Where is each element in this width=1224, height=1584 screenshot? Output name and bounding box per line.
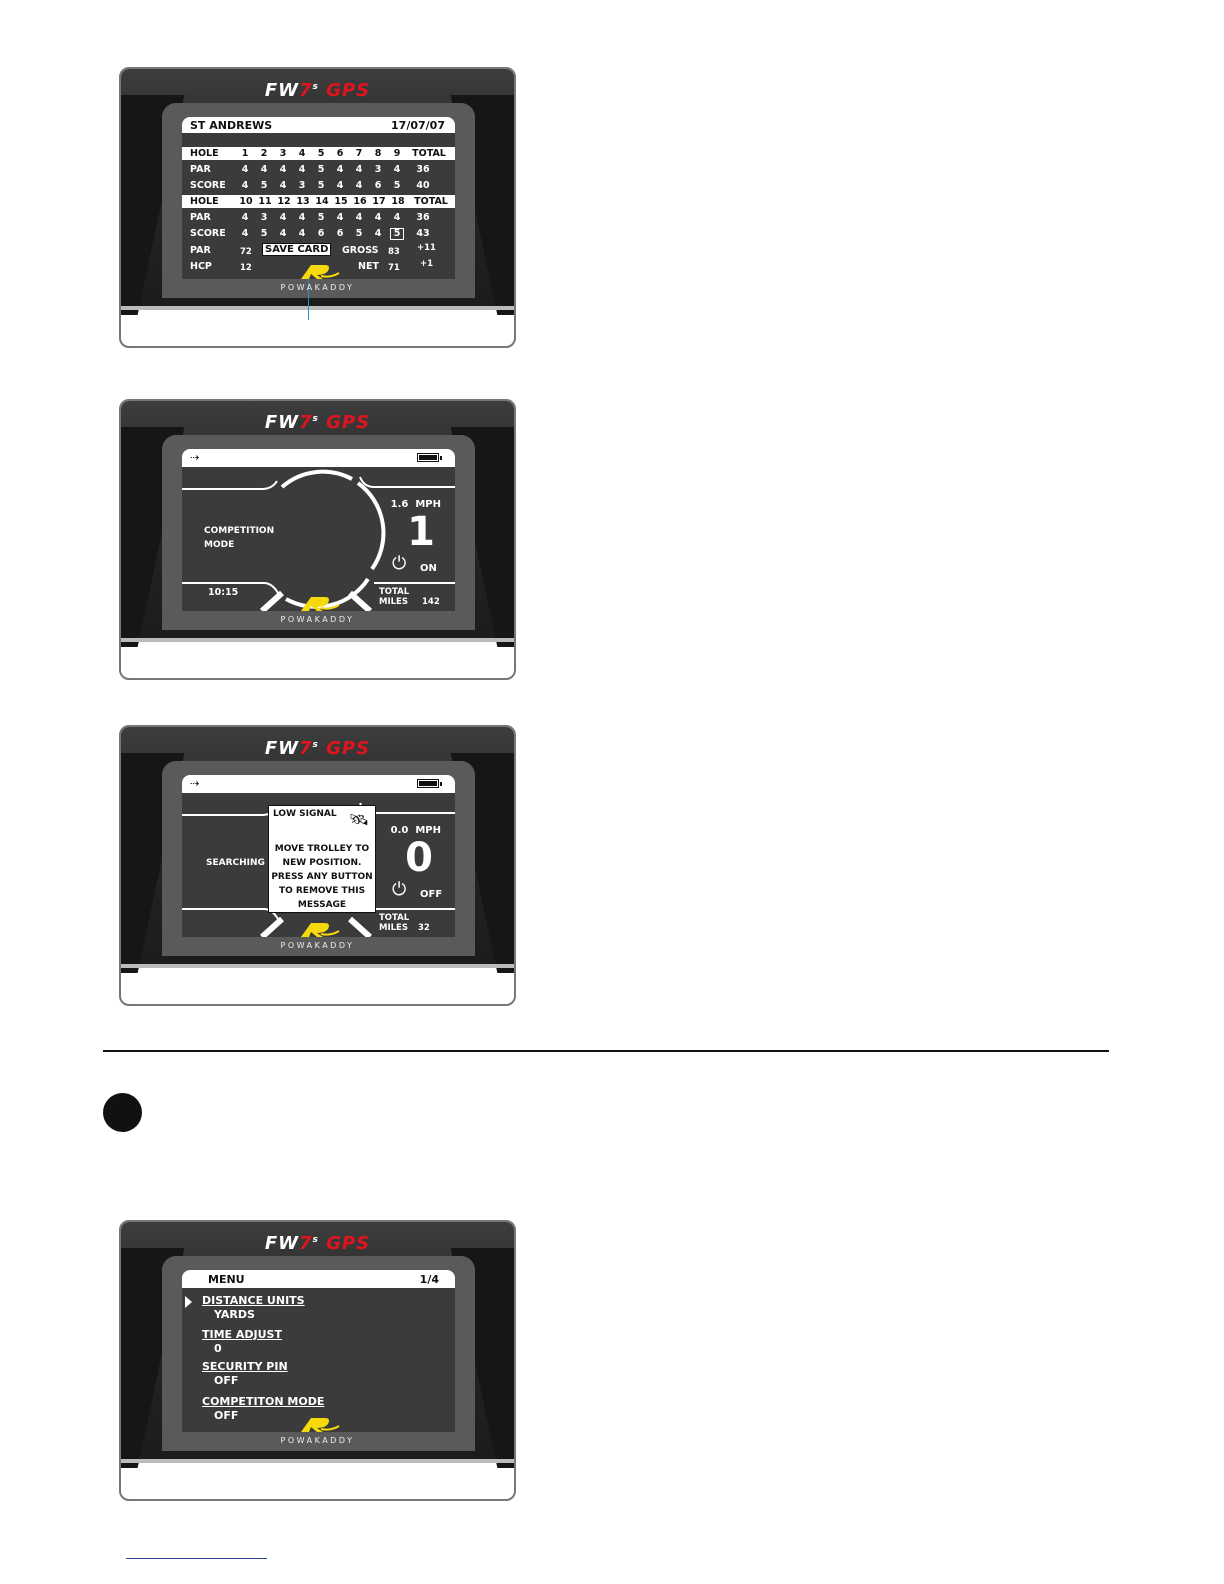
- menu-value-competition-mode: OFF: [214, 1409, 239, 1422]
- total-label: TOTAL: [379, 913, 410, 923]
- status-bar: ⇢: [182, 449, 455, 467]
- usb-icon: ⇢: [190, 777, 200, 790]
- popup-title: LOW SIGNAL: [273, 809, 337, 819]
- speed-readout: 1.6 MPH: [390, 499, 441, 510]
- scorecard-screen: ST ANDREWS 17/07/07 HOLE 1 2 3 4 5 6 7 8…: [182, 117, 455, 279]
- menu-value-security-pin: OFF: [214, 1374, 239, 1387]
- miles-label: MILES: [379, 923, 408, 933]
- callout-line: [308, 264, 309, 320]
- menu-screen: MENU 1/4 DISTANCE UNITS YARDS TIME ADJUS…: [182, 1270, 455, 1432]
- battery-icon: [417, 779, 442, 788]
- power-state: ON: [420, 563, 437, 574]
- device-title: FW7s GPS: [264, 738, 371, 759]
- section-divider: [103, 1050, 1109, 1052]
- device-low-signal: FW7s GPS ⇢ SEARCHING LOW SIGNAL 🛰 MOVE T…: [119, 725, 516, 1006]
- brand-text: POWAKADDY: [280, 283, 355, 292]
- menu-title: MENU: [208, 1273, 245, 1286]
- menu-item-competition-mode[interactable]: COMPETITON MODE: [202, 1395, 325, 1408]
- powakaddy-logo-icon: [301, 597, 340, 611]
- device-scorecard: FW7s GPS ST ANDREWS 17/07/07 HOLE 1 2 3 …: [119, 67, 516, 348]
- brand-text: POWAKADDY: [280, 615, 355, 624]
- speed-readout: 0.0 MPH: [390, 825, 441, 836]
- powakaddy-logo-icon: [301, 1418, 340, 1432]
- menu-header: MENU 1/4: [182, 1270, 455, 1288]
- clock: 10:15: [208, 587, 239, 598]
- back-par-row: PAR 4 3 4 4 5 4 4 4 4 36: [190, 212, 430, 223]
- low-signal-popup[interactable]: LOW SIGNAL 🛰 MOVE TROLLEY TO NEW POSITIO…: [268, 805, 376, 913]
- miles-value: 142: [422, 597, 440, 607]
- menu-item-time-adjust[interactable]: TIME ADJUST: [202, 1328, 282, 1341]
- bezel-lip: [121, 964, 514, 968]
- miles-value: 32: [418, 923, 430, 933]
- usb-icon: ⇢: [190, 451, 200, 464]
- device-title: FW7s GPS: [264, 412, 371, 433]
- bezel-lip: [121, 638, 514, 642]
- power-icon: ⏻: [392, 879, 407, 900]
- mode-line-2: MODE: [204, 540, 235, 550]
- section-marker-icon: [103, 1093, 142, 1132]
- bezel-lip: [121, 306, 514, 310]
- popup-message: MOVE TROLLEY TO NEW POSITION. PRESS ANY …: [271, 844, 373, 910]
- device-title: FW7s GPS: [264, 80, 371, 101]
- save-card-button[interactable]: SAVE CARD: [262, 243, 332, 256]
- menu-pointer-icon: [185, 1296, 192, 1308]
- score-edit-cursor[interactable]: 5: [390, 228, 404, 240]
- powakaddy-logo-icon: [301, 265, 340, 279]
- bezel-lip: [121, 1459, 514, 1463]
- front-hole-row: HOLE 1 2 3 4 5 6 7 8 9 TOTAL: [182, 147, 455, 160]
- brand-text: POWAKADDY: [280, 1436, 355, 1445]
- dial-graphic: [182, 469, 455, 611]
- searching-screen: ⇢ SEARCHING LOW SIGNAL 🛰 MOVE TROLLEY TO…: [182, 775, 455, 937]
- total-label: TOTAL: [379, 587, 410, 597]
- menu-value-distance-units: YARDS: [214, 1308, 255, 1321]
- menu-item-distance-units[interactable]: DISTANCE UNITS: [202, 1294, 305, 1307]
- scorecard-header: ST ANDREWS 17/07/07: [182, 117, 455, 133]
- menu-value-time-adjust: 0: [214, 1342, 222, 1355]
- competition-screen: ⇢ COMPETITION MODE 1.6 MPH 1 ⏻ ON 10:15 …: [182, 449, 455, 611]
- satellite-icon: 🛰: [348, 810, 369, 829]
- search-status: SEARCHING: [206, 858, 265, 868]
- power-state: OFF: [420, 889, 443, 900]
- footer-link-underline[interactable]: [126, 1558, 267, 1559]
- round-date: 17/07/07: [391, 119, 445, 132]
- miles-label: MILES: [379, 597, 408, 607]
- gear-number: 0: [405, 835, 433, 881]
- menu-page: 1/4: [419, 1273, 439, 1286]
- menu-item-security-pin[interactable]: SECURITY PIN: [202, 1360, 288, 1373]
- mode-line-1: COMPETITION: [204, 526, 275, 536]
- gear-number: 1: [407, 509, 435, 555]
- device-competition-mode: FW7s GPS ⇢ COMPETITION MODE 1.6 MPH 1 ⏻ …: [119, 399, 516, 680]
- front-score-row: SCORE 4 5 4 3 5 4 4 6 5 40: [190, 180, 430, 191]
- power-icon: ⏻: [392, 553, 407, 574]
- device-menu: FW7s GPS MENU 1/4 DISTANCE UNITS YARDS T…: [119, 1220, 516, 1501]
- back-score-row: SCORE 4 5 4 4 6 6 5 4 5 43: [190, 228, 430, 240]
- brand-text: POWAKADDY: [280, 941, 355, 950]
- device-title: FW7s GPS: [264, 1233, 371, 1254]
- back-hole-row: HOLE 10 11 12 13 14 15 16 17 18 TOTAL: [182, 195, 455, 208]
- course-name: ST ANDREWS: [190, 119, 273, 132]
- powakaddy-logo-icon: [301, 923, 340, 937]
- status-bar: ⇢: [182, 775, 455, 793]
- front-par-row: PAR 4 4 4 4 5 4 4 3 4 36: [190, 164, 430, 175]
- battery-icon: [417, 453, 442, 462]
